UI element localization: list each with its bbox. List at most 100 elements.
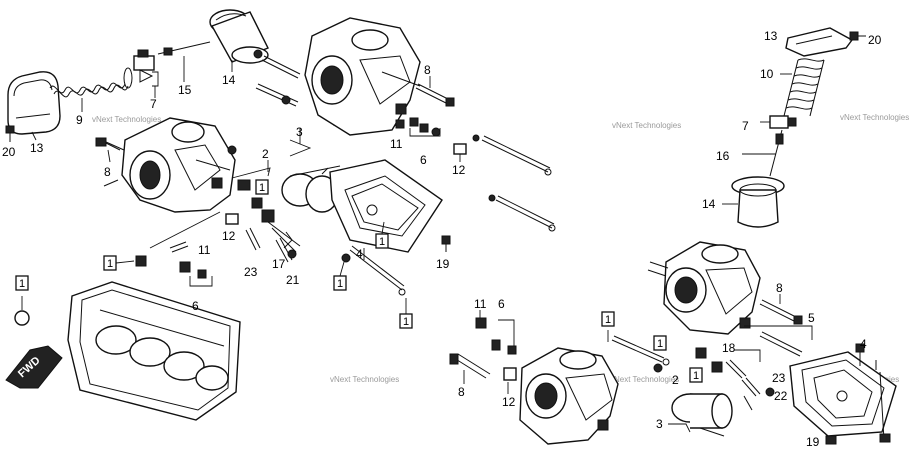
bracket-group-2-left (231, 167, 301, 253)
box-label-1-d: 1 (375, 233, 389, 249)
screw-8-left (95, 137, 125, 151)
float-3-right (671, 393, 733, 437)
svg-text:1: 1 (605, 314, 611, 326)
spring-10-right (783, 58, 825, 117)
carburetor-body-right (647, 241, 761, 335)
watermark-4: vNext Technologies (840, 113, 909, 122)
label-12-left: 12 (222, 229, 236, 243)
carburetor-body-bottom (519, 347, 619, 445)
watermark-6: vNext Technologies (330, 375, 399, 384)
label-6-bottom: 6 (498, 297, 505, 311)
label-6-left: 6 (192, 299, 199, 313)
label-16-right: 16 (716, 149, 730, 163)
label-12-top: 12 (452, 163, 466, 177)
box-label-1-i: 1 (689, 367, 703, 383)
label-8-bottom: 8 (458, 385, 465, 399)
box-label-1-a: 1 (255, 179, 269, 195)
label-19-right: 19 (806, 435, 820, 449)
watermark-1: vNext Technologies (92, 115, 161, 124)
screw-19-mid (441, 235, 451, 252)
label-8-right: 8 (776, 281, 783, 295)
label-14-right: 14 (702, 197, 716, 211)
watermark-7: vNext Technologies (610, 375, 679, 384)
label-2-left: 2 (262, 147, 269, 161)
box-leaders (115, 221, 407, 314)
label-2-right: 2 (672, 373, 679, 387)
label-4-left: 4 (356, 247, 363, 261)
label-11-top: 11 (390, 137, 403, 151)
svg-text:1: 1 (693, 370, 699, 382)
label-4-right: 4 (860, 337, 867, 351)
label-20-right: 20 (868, 33, 882, 47)
svg-text:1: 1 (657, 338, 663, 350)
jet-needle-16-right (769, 129, 784, 177)
label-17-left: 17 (272, 257, 286, 271)
svg-text:1: 1 (107, 258, 113, 270)
svg-text:1: 1 (259, 182, 265, 194)
pins-middle (321, 167, 406, 296)
label-18-right: 18 (722, 341, 736, 355)
piston-14-top (209, 9, 269, 64)
box-label-1-h: 1 (653, 335, 667, 351)
label-19-mid: 19 (436, 257, 450, 271)
airbox-bottom-left (67, 281, 241, 421)
top-cover-right (785, 27, 854, 57)
fwd-arrow-icon: FWD (5, 345, 63, 389)
label-23-right: 23 (772, 371, 786, 385)
screw-19-right (825, 435, 837, 445)
svg-text:1: 1 (19, 278, 25, 290)
float-chamber-4-left (329, 159, 443, 253)
screw-8-right (759, 299, 803, 325)
label-8-top: 8 (424, 63, 431, 77)
label-5-right: 5 (808, 311, 815, 325)
box-label-1-g: 1 (601, 311, 615, 327)
label-20-left: 20 (2, 145, 16, 159)
label-3-left: 3 (296, 125, 303, 139)
label-6-top: 6 (420, 153, 427, 167)
screw-20-right (849, 31, 866, 41)
screw-20-left (5, 125, 15, 142)
part-labels: 20 13 9 7 15 14 8 2 3 12 11 6 23 17 21 4… (2, 29, 882, 449)
label-10-right: 10 (760, 67, 774, 81)
label-21-left: 21 (286, 273, 300, 287)
shafts-right-top (472, 134, 556, 232)
parts-18-right (695, 347, 775, 411)
box-label-1-f: 1 (399, 313, 413, 329)
pin-right (611, 335, 670, 366)
screw-12-top (453, 143, 467, 155)
watermark-3: vNext Technologies (612, 121, 681, 130)
box-label-1-e: 1 (333, 275, 347, 291)
box-label-1-b: 1 (103, 255, 117, 271)
screw-pins-right (855, 343, 891, 443)
label-12-bottom: 12 (502, 395, 516, 409)
piston-14-right (731, 176, 785, 228)
float-chamber-4-right (789, 351, 897, 437)
label-9-left: 9 (76, 113, 83, 127)
label-13-right: 13 (764, 29, 778, 43)
parts-lower-left (135, 213, 297, 279)
label-11-left: 11 (198, 243, 211, 257)
label-8-left: 8 (104, 165, 111, 179)
label-22-right: 22 (774, 389, 788, 403)
jet-needle-15-left (157, 41, 211, 56)
parts-bottom-middle (449, 317, 517, 381)
svg-text:1: 1 (403, 316, 409, 328)
top-cover-left (7, 71, 61, 135)
screw-8-top (415, 83, 455, 107)
label-3-right: 3 (656, 417, 663, 431)
bracket-group-5-right (744, 325, 813, 357)
shafts-top (253, 49, 301, 107)
svg-text:1: 1 (337, 278, 343, 290)
carburetor-body-top (304, 17, 421, 136)
carburetor-body-left (99, 117, 237, 213)
label-14-top: 14 (222, 73, 236, 87)
label-23-left: 23 (244, 265, 258, 279)
label-15-left: 15 (178, 83, 192, 97)
svg-text:1: 1 (379, 236, 385, 248)
needle-holder-7-left (133, 49, 155, 83)
label-7-right: 7 (742, 119, 749, 133)
cap-left (14, 310, 30, 326)
label-13-left: 13 (30, 141, 44, 155)
